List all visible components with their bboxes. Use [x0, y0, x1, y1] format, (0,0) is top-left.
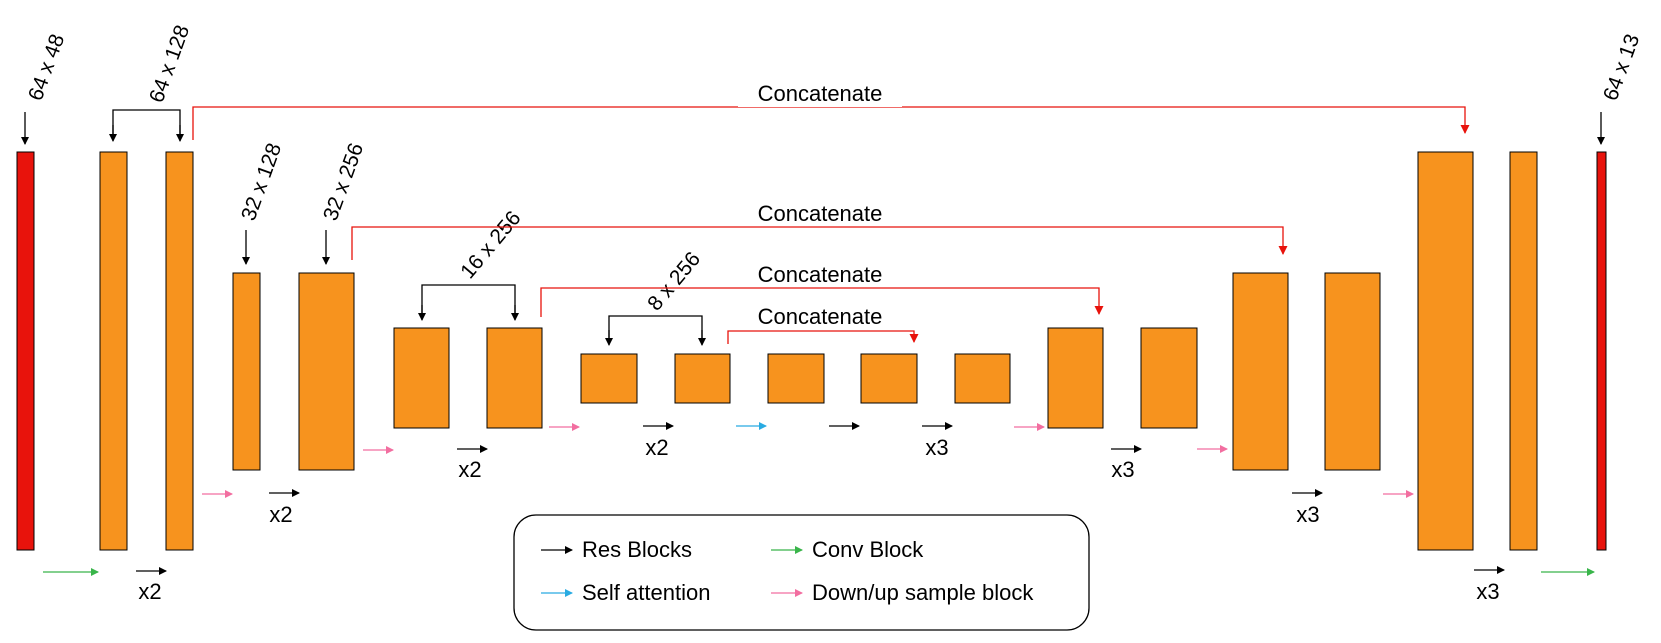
enc4-block-a — [580, 353, 638, 404]
dim-input: 64 x 48 — [24, 31, 69, 104]
enc2-block-b — [298, 272, 355, 471]
enc1-block-a — [99, 151, 128, 551]
repeat-label-1: x2 — [138, 579, 161, 604]
legend-res-blocks: Res Blocks — [582, 537, 692, 562]
dec1-block-b — [1509, 151, 1538, 551]
enc1-block-b — [165, 151, 194, 551]
dec2-block-a — [1232, 272, 1289, 471]
dim-enc1: 64 x 128 — [145, 22, 194, 106]
legend: Res Blocks Self attention Conv Block Dow… — [513, 514, 1090, 631]
repeat-labels: x2 x2 x2 x2 x3 x3 x3 x3 — [138, 435, 1499, 604]
dim-enc2a: 32 x 128 — [237, 140, 286, 224]
mid-block-a — [767, 353, 825, 404]
legend-conv-block: Conv Block — [812, 537, 924, 562]
flow-arrows — [43, 422, 1595, 576]
dim-enc3: 16 x 256 — [456, 207, 525, 284]
repeat-label-2: x2 — [269, 502, 292, 527]
enc4-block-b — [674, 353, 731, 404]
enc3-block-a — [393, 327, 450, 429]
repeat-label-6: x3 — [1111, 457, 1134, 482]
repeat-label-7: x3 — [1296, 502, 1319, 527]
dec2-block-b — [1324, 272, 1381, 471]
enc2-block-a — [232, 272, 261, 471]
output-block — [1596, 151, 1607, 551]
repeat-label-8: x3 — [1476, 579, 1499, 604]
concat-label-3: Concatenate — [758, 262, 883, 287]
concat-labels: Concatenate Concatenate Concatenate Conc… — [738, 79, 902, 330]
enc3-block-b — [486, 327, 543, 429]
skip-line-1 — [192, 106, 1470, 140]
dimension-labels: 64 x 48 64 x 128 32 x 128 32 x 256 16 x … — [21, 22, 1644, 346]
dim-enc4: 8 x 256 — [643, 248, 705, 316]
dec4-block — [954, 353, 1011, 404]
skip-line-2 — [351, 226, 1288, 260]
repeat-label-4: x2 — [645, 435, 668, 460]
repeat-label-3: x2 — [458, 457, 481, 482]
blocks — [16, 151, 1607, 551]
skip-line-4 — [727, 330, 919, 344]
concat-label-2: Concatenate — [758, 201, 883, 226]
dec3-block-b — [1140, 327, 1198, 429]
dec3-block-a — [1047, 327, 1104, 429]
legend-box — [513, 514, 1090, 631]
mid-block-b — [860, 353, 918, 404]
concat-label-1: Concatenate — [758, 81, 883, 106]
concat-label-4: Concatenate — [758, 304, 883, 329]
dec1-block-a — [1417, 151, 1474, 551]
legend-self-attention: Self attention — [582, 580, 710, 605]
repeat-label-5: x3 — [925, 435, 948, 460]
skip-line-3 — [540, 287, 1104, 317]
dim-enc2b: 32 x 256 — [319, 140, 368, 224]
input-block — [16, 151, 35, 551]
dim-output: 64 x 13 — [1599, 31, 1644, 104]
legend-sample-block: Down/up sample block — [812, 580, 1034, 605]
